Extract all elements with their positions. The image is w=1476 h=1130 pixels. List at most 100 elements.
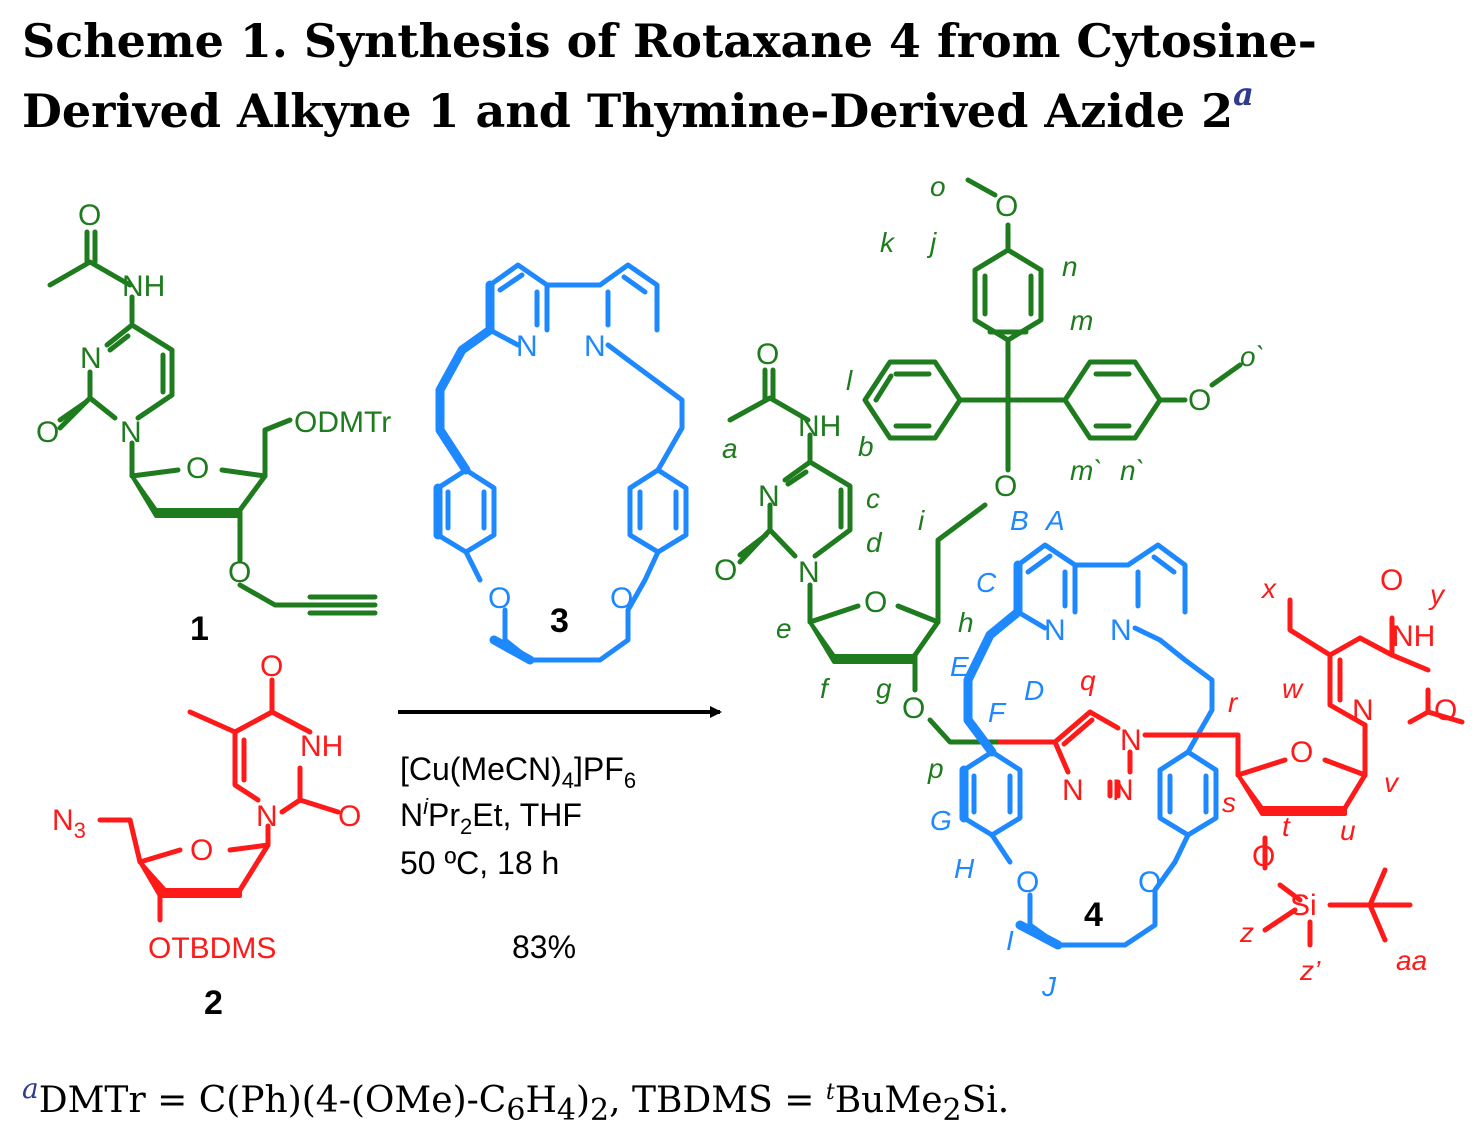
scheme-title: Scheme 1. Synthesis of Rotaxane 4 from C… [22,6,1462,146]
label-J: J [1041,971,1057,1002]
c2-NH: NH [300,730,343,763]
c4-N-bpy-right: N [1110,614,1132,647]
c4-thy-C4-O: O [1380,564,1403,597]
label-g: g [876,673,892,704]
label-u: u [1340,815,1356,846]
label-e: e [776,613,792,644]
label-w: w [1282,673,1304,704]
scheme-title-text: Scheme 1. Synthesis of Rotaxane 4 from C… [22,14,1317,138]
c1-N3: N [80,342,102,375]
catalyst-label: [Cu(MeCN)4]PF6 [400,751,636,793]
c1-C2-O: O [36,416,59,449]
c4-Si: Si [1290,889,1317,922]
compound-2-sugar-bold-bond [138,860,242,898]
c4-trityl-O: O [994,470,1017,503]
label-m: m [1070,305,1093,336]
c2-C4-O: O [260,650,283,683]
label-A: A [1044,505,1065,536]
label-l: l [846,365,853,396]
compound-1-number: 1 [190,610,209,648]
footnote-marker: a [22,1072,39,1105]
c3-N-left: N [516,330,538,363]
c1-NH: NH [122,270,165,303]
label-C: C [976,567,997,598]
compound-4-red-atoms: N N N O O NH O N O Si [1062,564,1457,922]
c4-N-bpy-left: N [1044,614,1066,647]
c3-O-left: O [488,582,511,615]
label-aa: aa [1396,945,1427,976]
c4-thy-N1: N [1352,694,1374,727]
compound-3-number: 3 [550,602,569,640]
label-j: j [926,227,937,258]
compound-1-structure [47,229,378,616]
c4-O-macro-right: O [1138,866,1161,899]
c4-C2-O: O [714,554,737,587]
c4-thy-C2-O: O [1434,694,1457,727]
conditions-label: 50 ºC, 18 h [400,845,559,881]
title-footnote-marker: a [1233,75,1254,113]
label-a: a [722,433,738,464]
label-c: c [866,483,880,514]
label-f: f [820,673,831,704]
c4-triazole-N1: N [1120,724,1142,757]
label-x: x [1260,573,1277,604]
label-o-prime: o` [1240,341,1265,372]
label-m-prime: m` [1070,455,1103,486]
label-n-prime: n` [1120,455,1145,486]
compound-1-atom-labels: O NH N O N O ODMTr O [36,199,391,589]
c4-sugar-O: O [864,586,887,619]
compound-4-blue-atoms: N N O O [1016,614,1161,899]
label-d: d [866,527,883,558]
compound-4-number: 4 [1084,896,1103,934]
label-p: p [927,753,944,784]
scheme-footnote: aDMTr = C(Ph)(4-(OMe)-C6H4)2, TBDMS = tB… [22,1072,1010,1129]
c2-ring-O: O [190,834,213,867]
c4-silyl-O: O [1252,840,1275,873]
c4-methoxy-O-top: O [995,190,1018,223]
c4-carbonyl-O: O [756,338,779,371]
c2-azide-subscript: 3 [74,818,86,843]
compound-3-atom-labels: N N O O [488,330,633,615]
label-h: h [958,607,974,638]
label-b: b [858,431,874,462]
c1-ODMTr: ODMTr [294,406,391,439]
compound-4-green-sugar-bold-bond [808,620,917,664]
label-E: E [950,651,969,682]
c2-azide-N: N [52,804,74,837]
c3-N-right: N [584,330,606,363]
compound-4-red-sugar-bold-bond [1236,773,1347,816]
label-r: r [1228,687,1239,718]
label-q: q [1080,665,1096,696]
c4-thy-NH: NH [1392,620,1435,653]
label-t: t [1282,811,1291,842]
compound-4-blue-bold-bonds [959,560,1063,950]
compound-2-structure [97,677,341,923]
assignment-labels-red: q r s t u v w x y z z’ aa [1080,573,1446,986]
c2-azide: N3 [52,804,86,843]
label-H: H [954,853,975,884]
assignment-labels-green: a b c d e f g h i j k l m n o p m` n` o` [722,171,1265,784]
compound-4-red-structure [997,597,1465,948]
label-z: z [1239,917,1254,948]
compound-3-structure [435,262,689,663]
c4-thy-sugar-O: O [1290,736,1313,769]
c4-N3-cyt: N [758,480,780,513]
label-n: n [1062,251,1078,282]
label-z-prime: z’ [1299,955,1321,986]
compound-2-number: 2 [204,984,223,1022]
c4-O-macro-left: O [1016,866,1039,899]
base-solvent-label: NiPr2Et, THF [400,794,582,839]
label-v: v [1384,767,1400,798]
label-y: y [1428,579,1446,610]
label-o: o [930,171,946,202]
yield-label: 83% [512,929,576,965]
label-s: s [1222,787,1236,818]
c4-triazole-N3: N [1112,774,1134,807]
c1-propargyl-O: O [228,556,251,589]
label-k: k [880,227,896,258]
assignment-labels-blue: A B C D E F G H I J [930,505,1065,1002]
c2-C2-O: O [338,800,361,833]
c1-N1: N [120,416,142,449]
compound-4-blue-structure [961,542,1219,948]
label-G: G [930,805,952,836]
